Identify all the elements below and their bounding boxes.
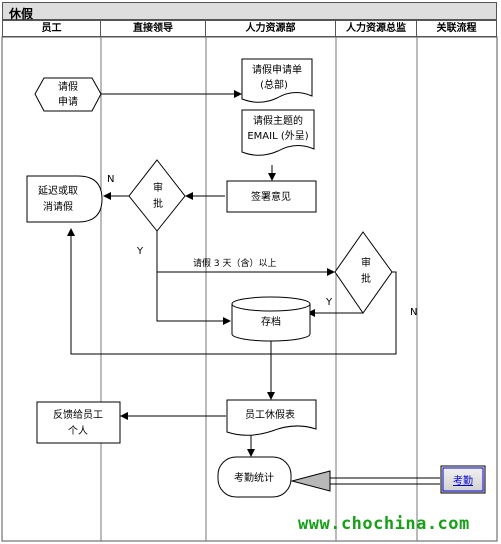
edge-label-n1: N bbox=[107, 174, 114, 185]
node-leave-form bbox=[241, 58, 313, 103]
link-attendance[interactable]: 考勤 bbox=[453, 474, 473, 487]
node-leave-request-line2: 申请 bbox=[58, 95, 78, 108]
node-approve-hr-director-line2: 批 bbox=[361, 272, 371, 285]
diagram-title: 休假 bbox=[9, 7, 34, 21]
related-process-attendance[interactable] bbox=[440, 465, 486, 494]
node-leave-form-line2: (总部) bbox=[260, 78, 288, 91]
node-feedback-employee-line1: 反馈给员工 bbox=[53, 408, 103, 421]
node-leave-request-line1: 请假 bbox=[58, 80, 78, 93]
node-attendance-stats-label: 考勤统计 bbox=[234, 471, 274, 484]
edge-approve2-no bbox=[67, 228, 397, 355]
node-feedback-employee-line2: 个人 bbox=[68, 425, 88, 437]
node-approve-hr-director bbox=[334, 231, 393, 314]
watermark: www.chochina.com bbox=[298, 514, 470, 534]
edge-approve1-yes-archive bbox=[156, 272, 231, 325]
node-approve-direct-leader-line1: 审 bbox=[153, 181, 163, 194]
node-leave-request bbox=[34, 77, 102, 112]
node-email-line2: EMAIL (外呈) bbox=[247, 130, 308, 142]
node-email bbox=[241, 109, 315, 156]
node-leave-table-label: 员工休假表 bbox=[245, 408, 295, 421]
node-sign-opinion-label: 签署意见 bbox=[251, 190, 291, 203]
node-approve-direct-leader bbox=[128, 159, 186, 232]
node-delay-or-cancel-line2: 消请假 bbox=[43, 200, 73, 213]
swimlane-body bbox=[1, 36, 498, 542]
edge-label-n2: N bbox=[410, 307, 417, 318]
node-leave-form-line1: 请假申请单 bbox=[252, 63, 302, 76]
hollow-arrowhead bbox=[290, 470, 331, 492]
edge-label-y2: Y bbox=[325, 297, 333, 308]
node-delay-or-cancel bbox=[26, 175, 103, 223]
node-delay-or-cancel-line1: 延迟或取 bbox=[38, 184, 78, 197]
node-attendance-stats bbox=[217, 456, 292, 498]
node-email-line1: 请假主题的 bbox=[253, 114, 303, 127]
node-archive-top bbox=[231, 296, 311, 312]
node-approve-direct-leader-line2: 批 bbox=[153, 197, 163, 210]
node-leave-table bbox=[226, 399, 317, 436]
node-feedback-employee bbox=[36, 401, 121, 444]
edge-label-condition: 请假 3 天（含）以上 bbox=[193, 257, 276, 269]
node-sign-opinion bbox=[226, 180, 317, 213]
node-archive bbox=[231, 304, 311, 342]
edge-label-y1: Y bbox=[136, 246, 144, 257]
link-focus-ring bbox=[442, 467, 484, 492]
node-archive-label: 存档 bbox=[261, 315, 281, 328]
node-approve-hr-director-line1: 审 bbox=[361, 256, 371, 269]
title-bar: 休假 bbox=[2, 2, 497, 21]
